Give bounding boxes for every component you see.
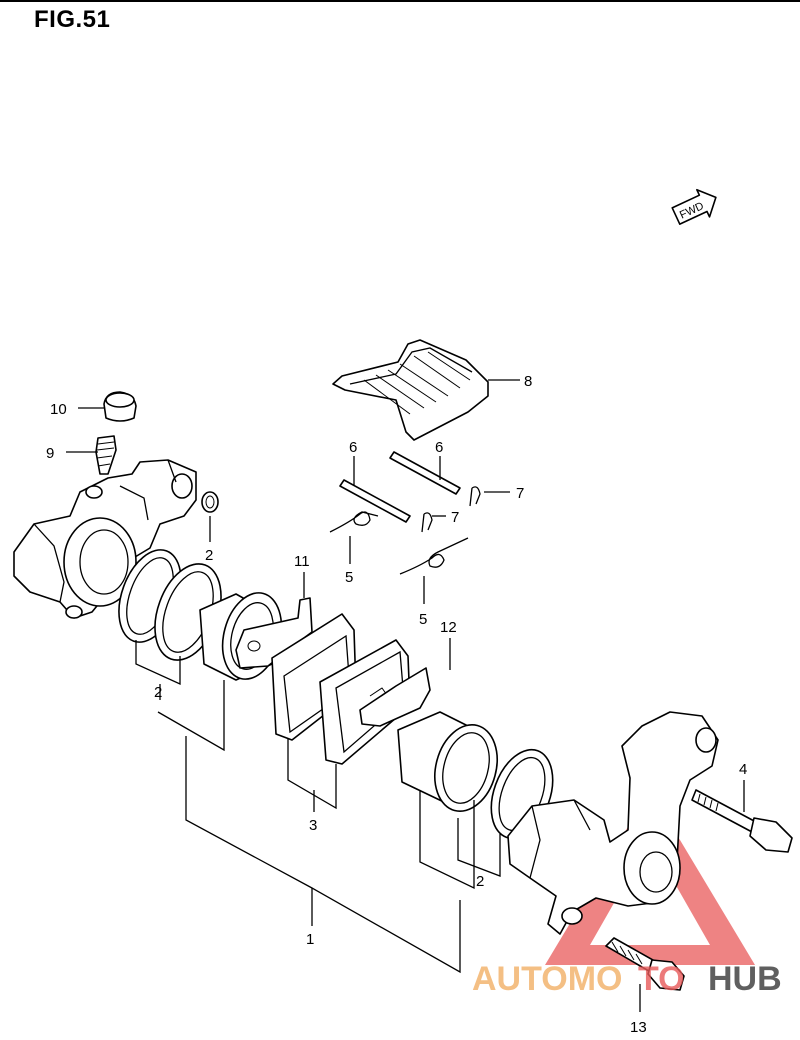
pad-shim-outer — [359, 667, 431, 727]
callout-1: 1 — [306, 931, 314, 948]
watermark-logo: AUTOMO TO HUB — [472, 960, 782, 998]
pad-pin-right — [389, 451, 461, 495]
pad-pin-left — [339, 479, 411, 523]
leader-lines — [66, 379, 745, 1012]
callout-9: 9 — [46, 445, 54, 462]
watermark-text-part1: AUTOMO — [472, 960, 622, 998]
watermark-text-part3: HUB — [708, 960, 782, 998]
callout-11: 11 — [294, 553, 310, 570]
pin-clip-upper — [469, 486, 481, 507]
bleeder-cap — [103, 391, 137, 422]
caliper-right-housing — [507, 711, 719, 935]
figure-title: FIG.51 — [34, 6, 111, 33]
callout-10: 10 — [50, 401, 67, 418]
callout-12: 12 — [440, 619, 457, 636]
callout-5-left: 5 — [345, 569, 353, 586]
callout-5-right: 5 — [419, 611, 427, 628]
callout-7-lower: 7 — [451, 509, 459, 526]
pad-spring-cover — [332, 339, 489, 441]
callout-6-left: 6 — [349, 439, 357, 456]
pad-spring-right — [399, 537, 469, 575]
caliper-left-housing — [13, 459, 197, 619]
callout-labels: 10 9 8 6 6 7 7 2 11 5 5 12 2 4 3 2 1 13 — [46, 373, 747, 1036]
callout-2-right-seal: 2 — [476, 873, 484, 890]
pin-clip-lower — [421, 512, 433, 533]
mounting-bolt-upper — [691, 789, 793, 853]
watermark-text-part2: TO — [638, 960, 685, 998]
callout-4: 4 — [739, 761, 747, 778]
callout-13: 13 — [630, 1019, 647, 1036]
watermark-triangle — [545, 790, 755, 965]
callout-8: 8 — [524, 373, 532, 390]
callout-2-left-seals: 2 — [154, 684, 162, 701]
mounting-bolt-lower — [605, 937, 685, 991]
callout-2-small-oring: 2 — [205, 547, 213, 564]
callout-6-right: 6 — [435, 439, 443, 456]
top-border — [0, 0, 800, 2]
pad-spring-left — [329, 511, 379, 533]
callout-7-upper: 7 — [516, 485, 524, 502]
small-o-ring — [201, 491, 219, 513]
bleeder-valve — [95, 435, 117, 475]
right-piston — [397, 711, 498, 813]
pad-shim — [235, 597, 313, 669]
fwd-arrow-icon: FWD — [671, 188, 717, 225]
callout-3: 3 — [309, 817, 317, 834]
